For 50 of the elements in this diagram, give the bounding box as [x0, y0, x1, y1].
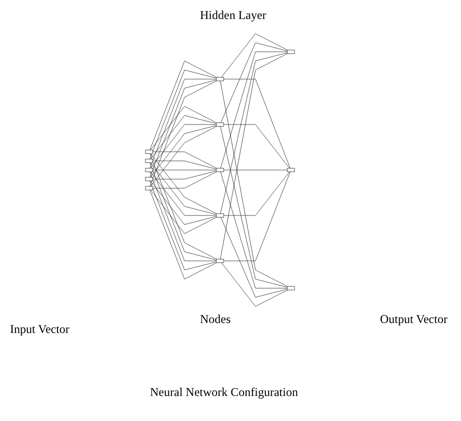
- connector: [150, 190, 217, 234]
- layer-label: Output Vector: [380, 312, 448, 327]
- connector: [150, 126, 217, 187]
- node-box: [287, 168, 295, 172]
- connector: [220, 53, 288, 260]
- node-box: [145, 150, 153, 154]
- connector: [152, 152, 217, 168]
- connector: [220, 52, 288, 168]
- connector: [220, 42, 288, 123]
- node-box: [145, 168, 153, 172]
- connector: [152, 172, 217, 188]
- connector: [223, 172, 290, 216]
- connector: [150, 124, 217, 168]
- connector: [150, 106, 217, 150]
- connector: [220, 217, 288, 298]
- node-box: [216, 258, 224, 263]
- connector: [150, 180, 217, 225]
- node-box: [216, 213, 224, 218]
- connector: [152, 160, 217, 170]
- node-box: [145, 158, 153, 163]
- layer-label: Input Vector: [10, 322, 70, 337]
- connector: [150, 153, 217, 214]
- connector: [221, 33, 288, 78]
- connector: [150, 190, 217, 280]
- connector: [150, 162, 217, 215]
- connector: [220, 80, 288, 287]
- connector: [223, 172, 290, 262]
- connector: [220, 126, 288, 288]
- node-box: [145, 177, 153, 182]
- connector: [223, 78, 290, 168]
- connector: [223, 124, 290, 168]
- connector: [152, 170, 217, 180]
- node-box: [287, 50, 295, 54]
- connector: [220, 52, 288, 214]
- node-box: [216, 77, 224, 82]
- connector: [220, 172, 288, 288]
- node-box: [216, 122, 224, 127]
- connector: [150, 70, 217, 160]
- caption: Neural Network Configuration: [150, 385, 298, 400]
- node-box: [216, 168, 224, 172]
- connector: [150, 172, 217, 216]
- connector: [221, 262, 288, 307]
- node-box: [145, 186, 153, 190]
- node-box: [287, 286, 295, 290]
- connector: [150, 180, 217, 270]
- connector: [150, 125, 217, 178]
- layer-label: Nodes: [200, 312, 231, 327]
- layer-label: Hidden Layer: [200, 8, 266, 23]
- connector: [150, 115, 217, 160]
- connector: [150, 60, 217, 150]
